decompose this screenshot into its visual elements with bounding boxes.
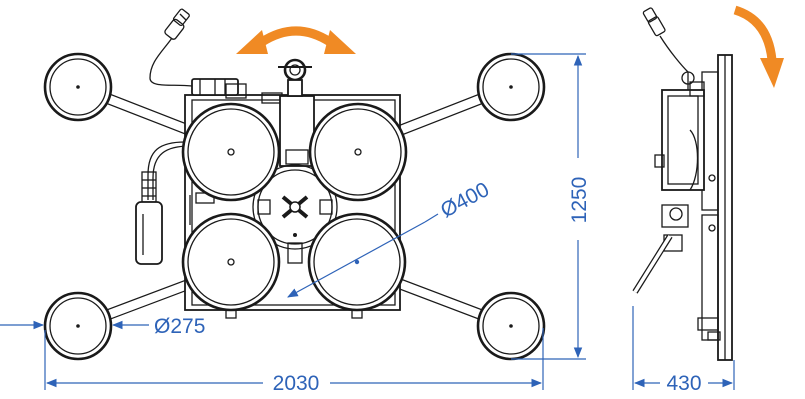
side-depth-label: 430 xyxy=(666,372,701,395)
dimension-overall-height: 1250 xyxy=(511,53,591,360)
large-suction-pad-top-right xyxy=(308,102,408,202)
front-view xyxy=(43,8,546,361)
small-suction-pad-top-right xyxy=(476,52,546,122)
vacuum-pump-and-hose xyxy=(135,141,215,265)
large-pad-diameter-label: Ø400 xyxy=(437,178,493,222)
lifting-eye xyxy=(278,58,312,97)
small-suction-pad-top-left xyxy=(43,52,113,122)
curved-arrow-down-icon xyxy=(733,5,784,88)
overall-width-label: 2030 xyxy=(273,372,320,395)
power-cable-connector xyxy=(149,8,247,99)
dimension-side-depth: 430 xyxy=(632,306,735,395)
overall-height-label: 1250 xyxy=(568,177,591,224)
small-pad-diameter-label: Ø275 xyxy=(154,315,205,338)
side-view xyxy=(632,5,784,361)
large-suction-pad-bottom-left xyxy=(181,212,281,319)
curved-double-arrow-icon xyxy=(236,26,356,54)
small-suction-pad-bottom-right xyxy=(476,291,546,361)
large-suction-pad-top-left xyxy=(181,102,281,202)
dimension-overall-width: 2030 xyxy=(44,328,544,395)
large-suction-pad-bottom-right xyxy=(307,212,407,319)
dimension-small-pad-diameter: Ø275 xyxy=(0,315,205,338)
small-suction-pad-bottom-left xyxy=(43,291,113,361)
rotation-hub xyxy=(252,164,338,264)
